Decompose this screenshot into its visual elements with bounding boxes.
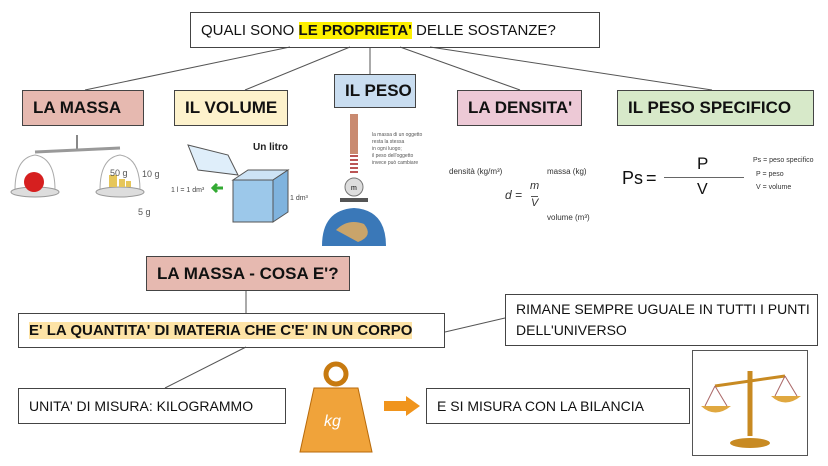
constant-box: RIMANE SEMPRE UGUALE IN TUTTI I PUNTI DE…: [505, 294, 818, 346]
property-volume: IL VOLUME: [174, 90, 288, 126]
definition-text: E' LA QUANTITA' DI MATERIA CHE C'E' IN U…: [29, 322, 413, 339]
title-prefix: QUALI SONO: [201, 21, 295, 39]
property-massa: LA MASSA: [22, 90, 144, 126]
title-highlight: LE PROPRIETA': [298, 21, 412, 39]
unit-box: UNITA' DI MISURA: KILOGRAMMO: [18, 388, 286, 424]
property-densita: LA DENSITA': [457, 90, 582, 126]
un-litro-label: Un litro: [253, 142, 288, 153]
property-peso: IL PESO: [334, 74, 416, 108]
title-box: QUALI SONO LE PROPRIETA' DELLE SOSTANZE?: [190, 12, 600, 48]
weight-5g-label: 5 g: [138, 207, 151, 217]
arrow-right-icon: [384, 396, 420, 416]
weight-50g-label: 50 g: [110, 168, 128, 178]
question-box: LA MASSA - COSA E'?: [146, 256, 350, 291]
litro-eq-label: 1 l = 1 dm³: [171, 187, 205, 194]
measure-box: E SI MISURA CON LA BILANCIA: [426, 388, 690, 424]
side-label: 1 dm³: [290, 195, 309, 202]
svg-text:la massa di un oggetto: la massa di un oggetto: [372, 132, 423, 138]
property-peso-specifico: IL PESO SPECIFICO: [617, 90, 814, 126]
weight-10g-label: 10 g: [142, 169, 160, 179]
balance-image: 50 g 10 g 5 g: [10, 135, 160, 217]
svg-text:resta la stessa: resta la stessa: [372, 139, 404, 145]
volume-image: Un litro 1 l = 1 dm³ 1 dm³: [171, 142, 309, 223]
svg-text:il peso dell'oggetto: il peso dell'oggetto: [372, 153, 413, 159]
svg-text:invece può cambiare: invece può cambiare: [372, 160, 418, 166]
kg-weight-icon: kg: [299, 361, 373, 453]
mass-m-label: m: [351, 185, 357, 192]
definition-box: E' LA QUANTITA' DI MATERIA CHE C'E' IN U…: [18, 313, 445, 348]
svg-text:in ogni luogo;: in ogni luogo;: [372, 146, 402, 152]
kg-label: kg: [324, 413, 341, 430]
scales-image: [692, 350, 808, 456]
title-suffix: DELLE SOSTANZE?: [416, 21, 556, 39]
